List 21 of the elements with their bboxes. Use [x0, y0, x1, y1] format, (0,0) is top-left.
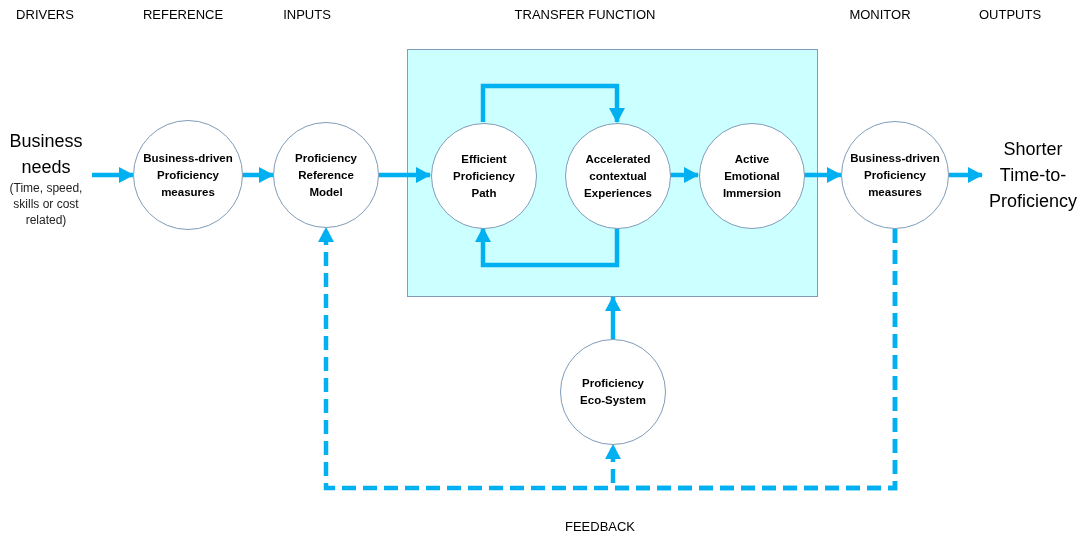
column-heading: OUTPUTS: [978, 6, 1042, 25]
arrow: [379, 167, 431, 183]
column-heading: DRIVERS: [16, 6, 74, 25]
text-label: Business needs: [8, 130, 84, 179]
arrow: [670, 167, 699, 183]
arrow: [605, 296, 621, 339]
column-heading: TRANSFER FUNCTION: [514, 6, 656, 25]
text-label: Shorter Time-to-Proficiency: [988, 138, 1078, 213]
arrow: [475, 227, 620, 268]
column-heading: INPUTS: [283, 6, 331, 25]
column-heading: MONITOR: [849, 6, 911, 25]
transfer-function-box: [407, 49, 818, 297]
arrow: [92, 167, 134, 183]
note-text: (Time, speed, skills or cost related): [8, 180, 84, 228]
arrow: [243, 167, 274, 183]
arrow: [480, 83, 625, 123]
arrow: [804, 167, 842, 183]
arrow: [949, 167, 983, 183]
arrow: [605, 229, 898, 491]
column-heading: REFERENCE: [142, 6, 224, 25]
column-heading: FEEDBACK: [564, 518, 636, 537]
